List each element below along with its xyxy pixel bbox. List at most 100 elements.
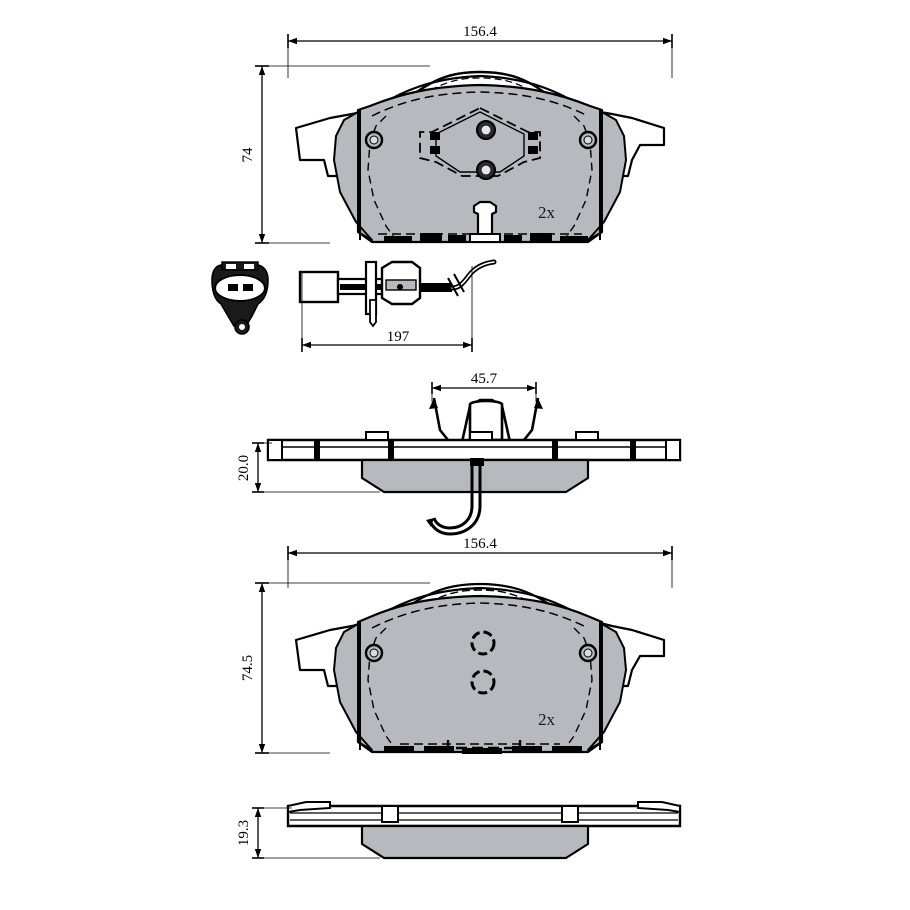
side-lug-right-bottom [561, 805, 579, 823]
side-lug-center-mid [469, 431, 493, 441]
sensor-end-cap [298, 270, 340, 304]
view-pad-side-bottom: 19.3 [236, 801, 682, 860]
spring-clip-center-tab [468, 399, 504, 442]
pad-left-dashed-edge-top [367, 115, 397, 241]
dimension-width-bottom: 156.4 [287, 536, 673, 588]
pad-left-wing-top [333, 111, 373, 241]
pad-hole-left-inner-top [369, 135, 379, 145]
pad-right-wing-bottom [587, 623, 627, 751]
dimension-label-156-4-bottom: 156.4 [463, 536, 497, 552]
spring-clip-arrow-right [534, 398, 543, 409]
pad-center-hole-lower-bottom [470, 669, 496, 695]
spring-clip-arrow-left [429, 398, 438, 409]
sensor-connector-rib-slot-1 [226, 264, 236, 269]
side-friction-block-mid [360, 458, 590, 494]
pad-foot-b2 [424, 746, 454, 753]
pad-bottom-notch-bottom [446, 740, 522, 750]
pad-sensor-pocket-base [469, 233, 501, 243]
view-pad-front-bottom: 156.4 74.5 [240, 536, 673, 754]
pad-hole-right-inner-bottom [583, 648, 593, 658]
side-backing-plate-bottom [286, 804, 682, 828]
sensor-pin-2 [243, 284, 253, 291]
lug-left-upper [430, 132, 440, 140]
side-sensor-wire-mid-2 [428, 466, 482, 536]
pad-left-dashed-edge-bottom [367, 627, 397, 751]
sensor-connector-mount-hole [239, 324, 245, 330]
pad-friction-body-bottom [356, 594, 604, 754]
quantity-label-bottom: 2x [538, 710, 556, 729]
sensor-housing-dot [397, 284, 403, 290]
side-friction-block-bottom [360, 824, 590, 860]
side-plate-taper-left-bottom [287, 801, 331, 814]
pad-top-arc-bottom [399, 582, 561, 613]
pad-hole-right-inner-top [583, 135, 593, 145]
side-sensor-root-mid [470, 458, 484, 466]
side-div-1-mid [314, 441, 320, 459]
dimension-label-156-4-top: 156.4 [463, 24, 497, 40]
lug-left-lower [430, 146, 440, 154]
lug-right-lower [528, 146, 538, 154]
pad-right-wing-top [587, 111, 627, 241]
side-div-3-mid [552, 441, 558, 459]
sensor-cable-stub [420, 283, 452, 292]
pad-foot-4 [530, 233, 552, 241]
side-div-4-mid [630, 441, 636, 459]
pad-top-dashed-contour-bottom [371, 602, 589, 629]
dimension-height-bottom: 74.5 [240, 582, 430, 754]
view-pad-side-mid: 45.7 [236, 371, 682, 536]
quantity-label-top: 2x [538, 203, 556, 222]
pad-foot-2 [448, 235, 466, 242]
dimension-thickness-mid: 20.0 [236, 442, 380, 493]
dimension-label-74-5: 74.5 [240, 655, 256, 681]
dimension-clip-width: 45.7 [431, 371, 537, 402]
pad-center-hole-upper-bottom [470, 630, 496, 656]
pad-center-hole-upper-inner [481, 125, 491, 135]
side-plate-end-left-mid [267, 439, 283, 461]
dimension-label-74: 74 [240, 147, 256, 163]
pad-foot-b3 [462, 748, 502, 754]
pad-right-dashed-edge-top [563, 115, 593, 241]
side-backing-plate-mid [266, 438, 682, 462]
dimension-label-45-7: 45.7 [471, 371, 498, 387]
side-sensor-wire-mid [432, 466, 474, 530]
dimension-label-197: 197 [387, 329, 410, 345]
side-lug-left-bottom [381, 805, 399, 823]
dimension-label-19-3: 19.3 [236, 820, 252, 846]
sensor-cable-wrap [447, 273, 465, 297]
pad-foot-b1 [384, 746, 414, 753]
side-lug-right-mid [575, 431, 599, 441]
view-pad-front-top: 156.4 74 [240, 24, 673, 244]
sensor-connector-top-rib [221, 261, 259, 271]
sensor-connector [211, 261, 269, 335]
pad-foot-b4 [512, 746, 542, 753]
side-div-2-mid [388, 441, 394, 459]
pad-center-hole-lower-inner [481, 165, 491, 175]
dimension-thickness-bottom: 19.3 [236, 807, 380, 859]
sensor-connector-rib-slot-2 [244, 264, 254, 269]
pad-foot-1 [420, 233, 442, 241]
pad-sensor-pocket-top [472, 200, 498, 238]
lug-right-upper [528, 132, 538, 140]
dimension-sensor-length: 197 [301, 266, 473, 352]
pad-foot-3 [504, 235, 522, 242]
side-plate-end-right-mid [665, 439, 681, 461]
side-sensor-wire-tip-mid [426, 518, 434, 527]
side-lug-left-mid [365, 431, 389, 441]
dimension-label-20-0: 20.0 [236, 455, 252, 481]
pad-foot-b5 [552, 746, 582, 753]
sensor-pin-1 [228, 284, 238, 291]
pad-foot-5 [384, 236, 412, 243]
pad-right-dashed-edge-bottom [563, 627, 593, 751]
pad-foot-6 [560, 236, 588, 243]
dimension-width-top: 156.4 [287, 24, 673, 78]
sensor-pin-down [369, 299, 377, 328]
sensor-connector-face [214, 274, 266, 302]
dimension-height-top: 74 [240, 65, 430, 244]
view-wear-sensor: 197 [211, 259, 497, 352]
pad-top-arc-shim [405, 70, 555, 101]
pad-hole-left-inner-bottom [369, 648, 379, 658]
pad-top-dashed-contour-top [371, 91, 589, 117]
pad-left-wing-bottom [333, 623, 373, 751]
